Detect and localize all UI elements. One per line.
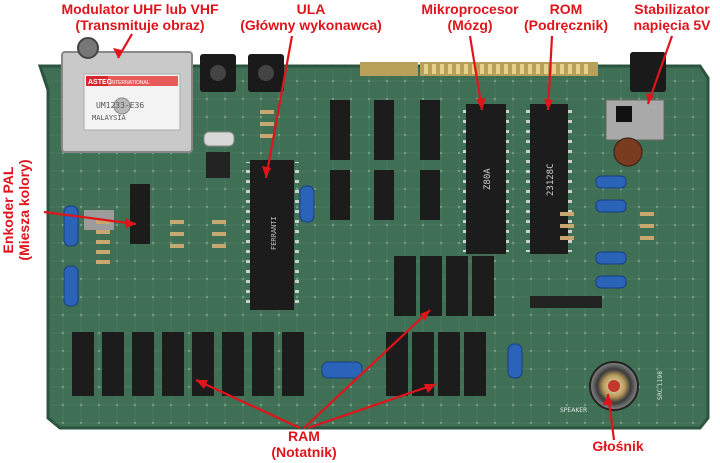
arrow-ram-mid — [303, 309, 431, 429]
resistor-array — [96, 110, 654, 264]
label-modulator: Modulator UHF lub VHF (Transmituje obraz… — [42, 1, 238, 33]
label-pal-title: Enkoder PAL — [0, 166, 16, 254]
modulator-brand-sub-text: INTERNATIONAL — [110, 80, 150, 86]
voltage-regulator — [605, 99, 665, 141]
arrow-modulator — [117, 33, 133, 59]
label-rom-title: ROM — [549, 1, 583, 17]
arrowheads — [113, 48, 654, 405]
label-ram: RAM (Notatnik) — [252, 428, 356, 460]
label-ula: ULA (Główny wykonawca) — [228, 1, 394, 33]
modulator-brand-text: ASTEC — [88, 79, 112, 86]
modulator-model-text: UM1233-E36 — [96, 101, 144, 110]
header-connector — [530, 296, 602, 308]
speaker-pcb-text: SPEAKER — [560, 407, 587, 414]
label-rom-subtitle: (Podręcznik) — [523, 17, 608, 33]
annotation-arrows — [43, 33, 674, 441]
label-cpu-subtitle: (Mózg) — [447, 17, 493, 33]
arrow-rom — [546, 35, 554, 111]
modulator-origin-text: MALAYSIA — [92, 114, 127, 122]
jack-sockets — [200, 54, 284, 92]
label-pal: Enkoder PAL (Miesza kolory) — [0, 148, 32, 272]
arrow-cpu — [468, 35, 484, 111]
ram-chips-lower — [72, 332, 486, 396]
rom-chip — [524, 104, 574, 254]
power-socket — [630, 52, 666, 92]
label-rom: ROM (Podręcznik) — [510, 1, 622, 33]
cpu-chip — [460, 104, 512, 254]
label-ula-title: ULA — [296, 1, 326, 17]
cpu-marking: Z80A — [483, 168, 493, 190]
ula-chip — [244, 160, 300, 310]
board-code-text: SRC 1198 — [657, 371, 664, 400]
uhf-modulator — [61, 37, 193, 153]
arrow-ram-right — [307, 382, 437, 430]
label-ram-title: RAM — [288, 428, 320, 444]
label-regulator-title: Stabilizator — [634, 1, 710, 17]
arrow-ram-left — [195, 379, 301, 429]
arrow-ula — [264, 35, 294, 179]
label-regulator-subtitle: napięcia 5V — [633, 17, 711, 33]
inductor — [613, 137, 643, 167]
arrow-pal — [43, 210, 137, 226]
logic-chips-upper — [330, 100, 440, 220]
label-cpu: Mikroprocesor (Mózg) — [412, 1, 528, 33]
arrow-regulator — [646, 35, 674, 105]
label-modulator-subtitle: (Transmituje obraz) — [75, 17, 205, 33]
label-ula-subtitle: (Główny wykonawca) — [240, 17, 382, 33]
label-ram-subtitle: (Notatnik) — [271, 444, 337, 460]
ula-marking: FERRANTI — [270, 216, 278, 250]
rom-marking: 23128C — [546, 163, 556, 196]
crystal — [203, 131, 235, 147]
ram-chips-middle — [394, 256, 494, 316]
ic-small — [206, 152, 230, 178]
label-cpu-title: Mikroprocesor — [421, 1, 519, 17]
label-modulator-title: Modulator UHF lub VHF — [61, 1, 219, 17]
label-speaker-title: Głośnik — [592, 438, 644, 454]
pal-encoder-chip — [130, 184, 150, 244]
label-speaker: Głośnik — [578, 438, 658, 454]
label-pal-subtitle: (Miesza kolory) — [16, 159, 32, 261]
label-regulator: Stabilizator napięcia 5V — [624, 1, 720, 33]
